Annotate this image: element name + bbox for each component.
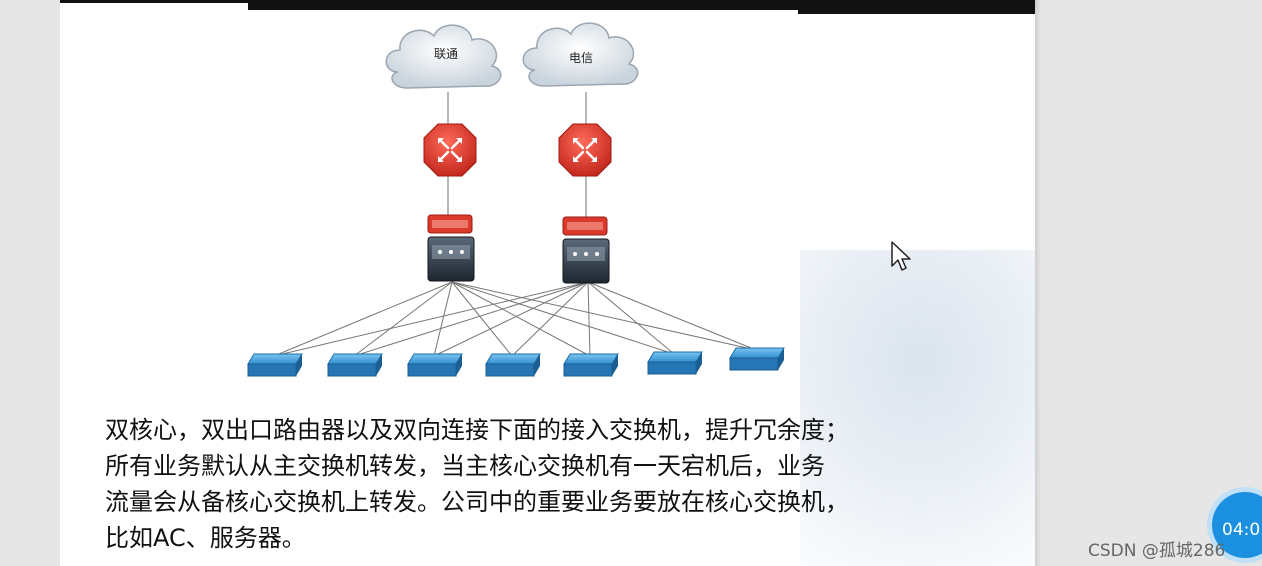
network-diagram: 联通 电信 [247, 22, 785, 377]
access-switch-icon [407, 353, 463, 377]
top-bar [60, 0, 248, 3]
caption-line: 比如AC、服务器。 [105, 524, 306, 552]
access-switch-icon [247, 353, 303, 377]
router-icon [423, 123, 477, 177]
top-bar [798, 0, 1035, 14]
cloud-icon: 电信 [522, 22, 639, 87]
caption-line: 双核心，双出口路由器以及双向连接下面的接入交换机，提升冗余度； [105, 416, 849, 444]
access-switch-icon [327, 353, 383, 377]
slide-caption: 双核心，双出口路由器以及双向连接下面的接入交换机，提升冗余度； 所有业务默认从主… [105, 412, 965, 556]
cursor-icon [891, 241, 911, 271]
mesh-links [273, 281, 757, 357]
core-switch-icon [562, 216, 610, 284]
access-switch-icon [647, 351, 703, 375]
isp-left-label: 联通 [434, 47, 458, 61]
caption-line: 流量会从备核心交换机上转发。公司中的重要业务要放在核心交换机， [105, 488, 849, 516]
cloud-icon: 联通 [385, 24, 502, 89]
uplink-lines [447, 92, 587, 218]
background-photo [800, 250, 1035, 566]
timer-badge[interactable]: 04:0 [1212, 492, 1262, 558]
top-bar [248, 0, 800, 10]
caption-line: 所有业务默认从主交换机转发，当主核心交换机有一天宕机后，业务 [105, 452, 825, 480]
isp-right-label: 电信 [569, 51, 593, 65]
access-switch-icon [729, 347, 785, 371]
core-switch-icon [427, 214, 475, 282]
slide-canvas [60, 0, 1035, 566]
access-switch-icon [485, 353, 541, 377]
router-icon [558, 123, 612, 177]
slide-edge [1035, 0, 1041, 566]
access-switch-icon [563, 353, 619, 377]
watermark: CSDN @孤城286 [1088, 541, 1226, 561]
